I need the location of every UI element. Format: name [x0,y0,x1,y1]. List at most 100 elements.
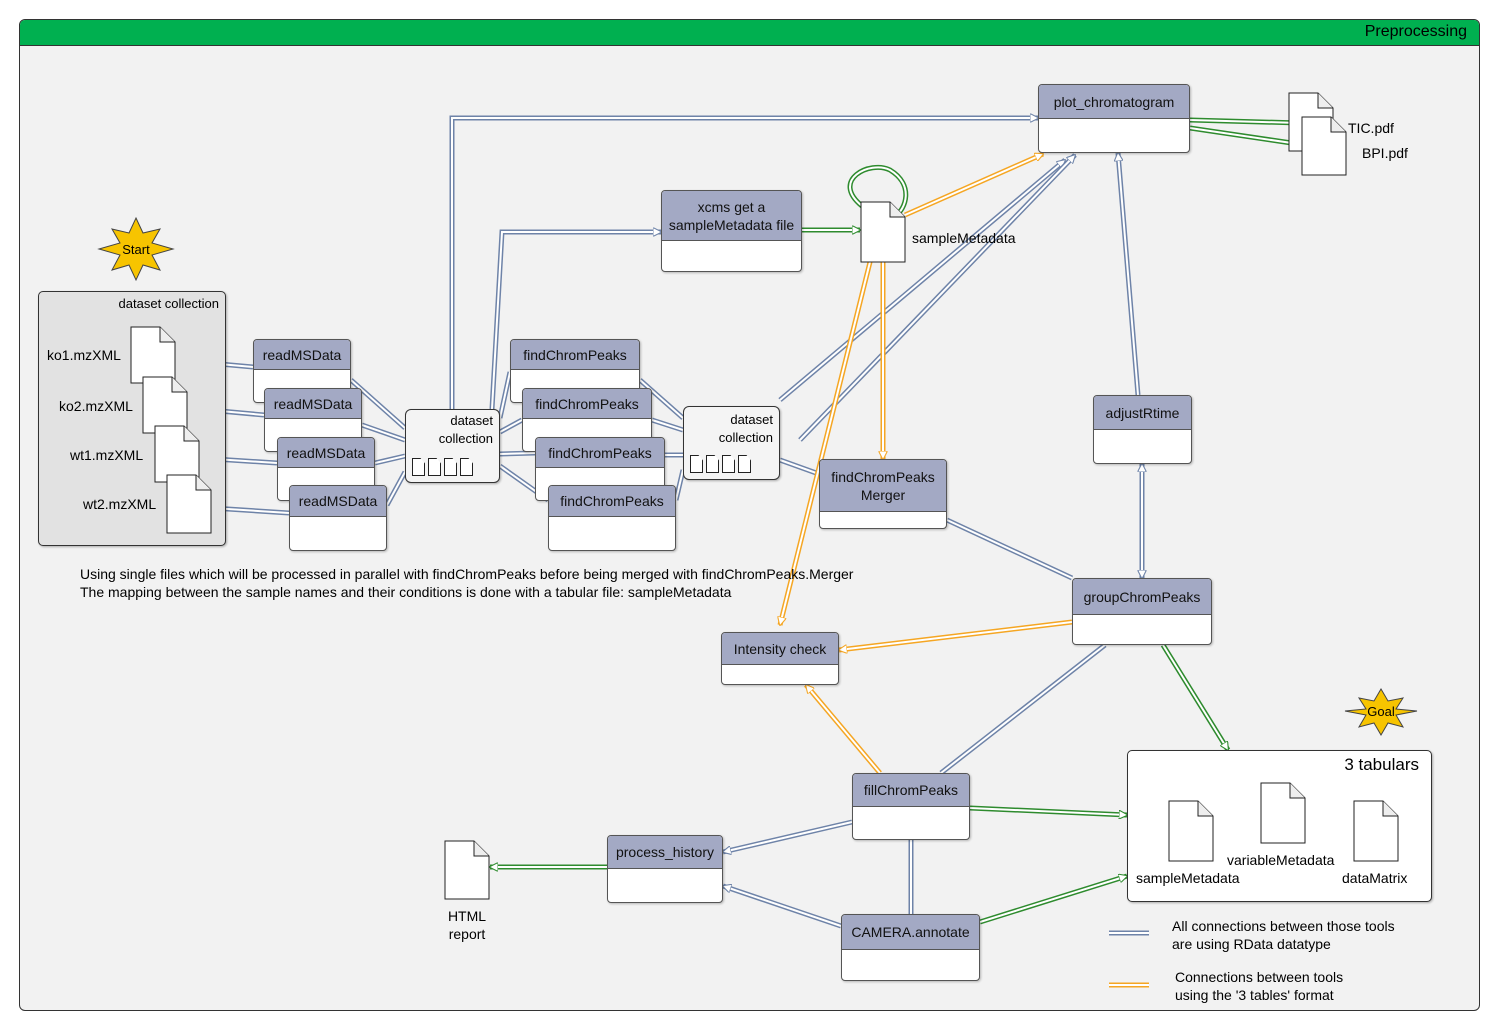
tool-title-line1: findChromPeaks [831,468,935,485]
connector-line-inner [723,886,842,927]
connector-line-inner [779,459,820,475]
file-icon [706,455,719,473]
legend-tables-line2: using the '3 tables' format [1175,987,1334,1003]
connector-line-inner [386,471,406,506]
tabular-variablemetadata-label: variableMetadata [1227,852,1335,868]
tool-readmsdata-4[interactable]: readMSData [289,485,387,551]
tool-title-line2: Merger [860,486,906,503]
tool-title: findChromPeaks [523,389,651,419]
connector-line-inner [979,876,1127,923]
connector-line-inner [451,118,1038,409]
connector-line-inner [1118,153,1139,396]
bpi-pdf-icon[interactable] [1301,116,1347,176]
tool-title: process_history [608,836,722,869]
connector-line-inner [839,621,1073,650]
html-report-label: HTML report [444,907,490,943]
goal-star-icon: Goal [1344,688,1418,736]
connector-line-inner [799,155,1075,441]
collection-label-line2: collection [438,431,493,446]
dataset-collection-1[interactable]: dataset collection [405,409,500,483]
tool-title: xcms get a sampleMetadata file [662,191,801,241]
input-collection-label: dataset collection [118,296,219,311]
tool-title: readMSData [278,438,374,468]
connector-line-inner [723,821,853,852]
tool-title: readMSData [290,486,386,517]
connector-line-inner [361,424,406,441]
tool-title-line1: xcms get a [697,198,766,215]
tabulars-title: 3 tabulars [1344,755,1419,774]
tool-title: plot_chromatogram [1039,85,1189,119]
note-line-2: The mapping between the sample names and… [80,584,732,600]
connector-line-inner [779,160,1065,401]
collection-label-line1: dataset [450,413,493,428]
tool-title: readMSData [254,340,350,370]
legend-rdata-text: All connections between those tools are … [1172,917,1395,953]
tool-intensity-check[interactable]: Intensity check [721,632,839,685]
document-icon[interactable] [130,326,176,384]
legend-tables-line1: Connections between tools [1175,969,1344,985]
tool-title: findChromPeaks [511,340,639,370]
frame-header: Preprocessing [20,20,1479,46]
file-label-ko2: ko2.mzXML [59,398,133,414]
note-line-1: Using single files which will be process… [80,566,854,582]
file-label-wt2: wt2.mzXML [83,496,157,512]
collection-file-icons [412,458,473,476]
html-report-line1: HTML [447,908,487,924]
tool-groupchrompeaks[interactable]: groupChromPeaks [1072,578,1212,645]
legend-tables-swatch [1109,982,1149,988]
connector-line-inner [491,232,661,410]
collection-label: dataset collection [719,411,773,447]
tool-findchrompeaks-4[interactable]: findChromPeaks [548,485,676,551]
connector-line-inner [499,452,536,455]
file-label-wt1: wt1.mzXML [70,447,144,463]
tool-fillchrompeaks[interactable]: fillChromPeaks [852,773,970,840]
tool-title: adjustRtime [1094,396,1191,430]
samplemetadata-file-icon[interactable] [860,201,906,263]
tool-title: Intensity check [722,633,838,665]
collection-label-line1: dataset [730,412,773,427]
tool-xcms-get-samplemetadata[interactable]: xcms get a sampleMetadata file [661,190,802,272]
document-icon[interactable] [154,425,200,483]
connector-line-inner [969,807,1127,815]
frame-title: Preprocessing [1364,23,1467,40]
tabular-datamatrix-label: dataMatrix [1342,870,1408,886]
connector-line-inner [904,154,1043,216]
tool-camera-annotate[interactable]: CAMERA.annotate [841,914,980,981]
html-report-icon[interactable] [444,840,490,900]
connector-line-inner [1189,120,1300,123]
collection-label: dataset collection [439,412,493,448]
legend-rdata-line1: All connections between those tools [1172,918,1395,934]
connector-line-inner [780,261,871,625]
tool-title: groupChromPeaks [1073,579,1211,615]
tabular-datamatrix-icon[interactable] [1353,800,1399,862]
file-icon [412,458,425,476]
connector-line-inner [499,419,523,433]
file-icon [722,455,735,473]
connector-line-inner [499,371,511,419]
tool-adjustrtime[interactable]: adjustRtime [1093,395,1192,464]
tic-pdf-label: TIC.pdf [1348,120,1394,136]
samplemetadata-file-label: sampleMetadata [912,230,1016,246]
file-icon [738,455,751,473]
tool-title: readMSData [265,389,361,419]
document-icon[interactable] [142,376,188,434]
tabular-samplemetadata-icon[interactable] [1168,800,1214,862]
file-icon [444,458,457,476]
tool-title: findChromPeaks Merger [820,460,946,512]
document-icon[interactable] [166,474,212,534]
collection-file-icons [690,455,751,473]
tool-plot-chromatogram[interactable]: plot_chromatogram [1038,84,1190,153]
tabular-variablemetadata-icon[interactable] [1260,782,1306,844]
tool-title-line2: sampleMetadata file [668,216,795,233]
connector-line-inner [806,685,881,774]
dataset-collection-2[interactable]: dataset collection [683,406,780,480]
file-icon [428,458,441,476]
collection-label-line2: collection [718,430,773,445]
goal-label: Goal [1367,704,1395,719]
bpi-pdf-label: BPI.pdf [1362,145,1408,161]
html-report-line2: report [448,926,486,942]
tool-process-history[interactable]: process_history [607,835,723,903]
start-label: Start [122,242,150,257]
tool-findchrompeaks-merger[interactable]: findChromPeaks Merger [819,459,947,529]
connector-line-inner [651,419,684,431]
